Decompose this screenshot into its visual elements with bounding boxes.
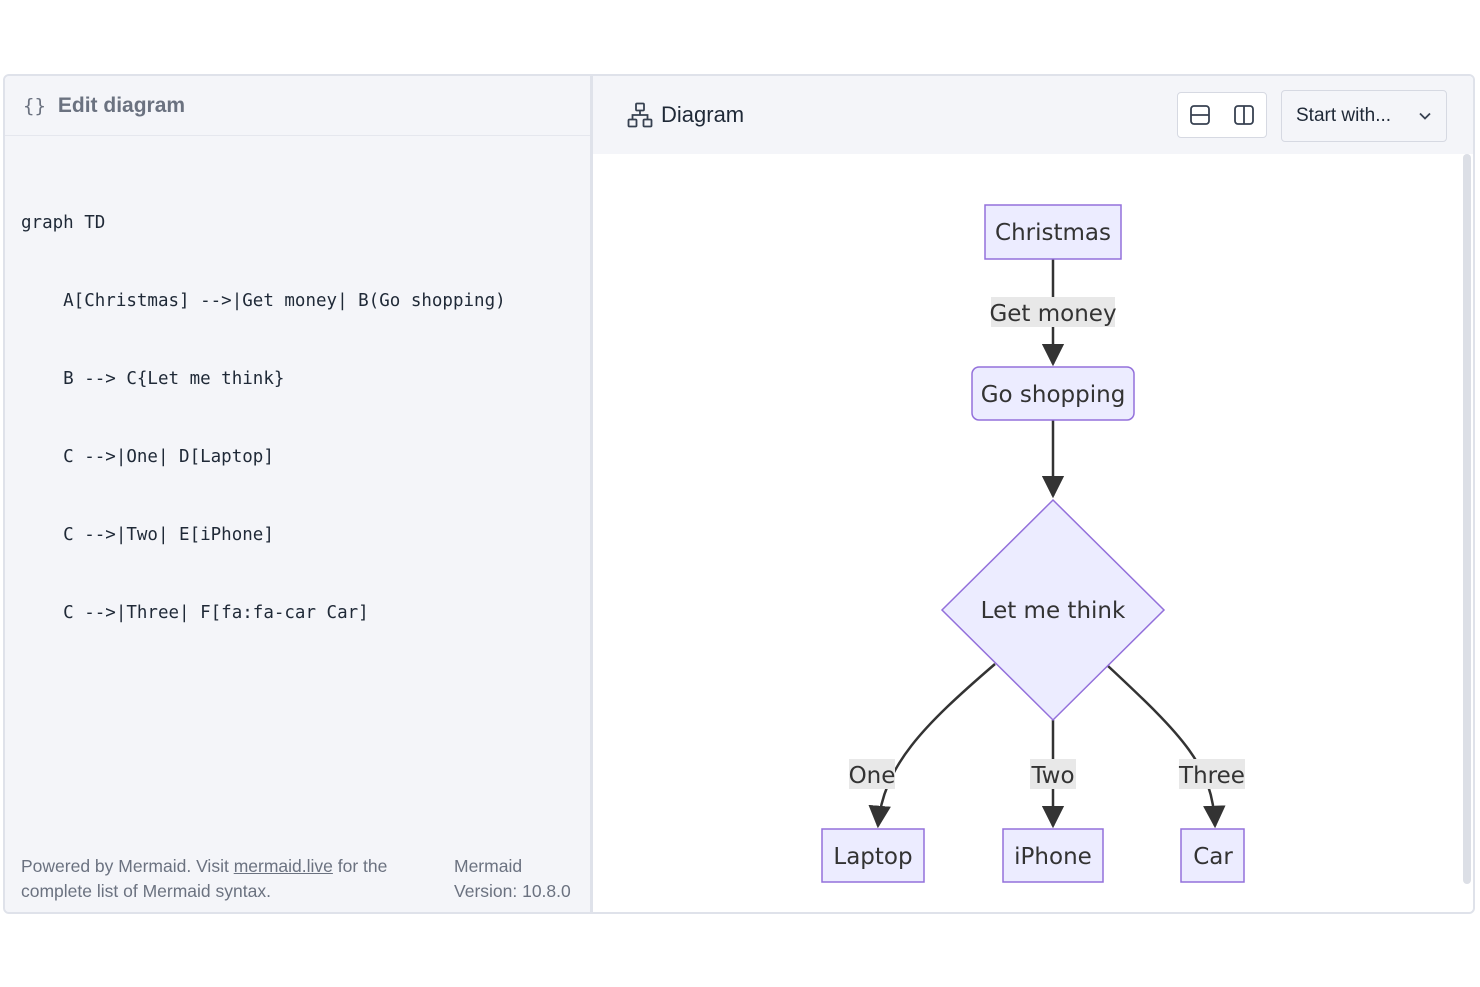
footer-text: Powered by Mermaid. Visit mermaid.live f… xyxy=(21,854,441,904)
edge-think-car xyxy=(1107,665,1226,829)
code-line[interactable]: A[Christmas] -->|Get money| B(Go shoppin… xyxy=(21,291,506,311)
start-with-label: Start with... xyxy=(1296,105,1392,126)
node-laptop[interactable] xyxy=(821,828,925,883)
node-car[interactable] xyxy=(1180,828,1245,883)
node-label-laptop: Laptop xyxy=(833,844,912,870)
footer-suffix: for the complete list of Mermaid syntax. xyxy=(21,856,388,901)
edge-label-three: Three xyxy=(1178,763,1245,789)
braces-icon: {} xyxy=(23,94,46,117)
code-line[interactable]: C -->|One| D[Laptop] xyxy=(21,447,274,467)
edge-label-get-money: Get money xyxy=(989,301,1116,327)
code-line[interactable]: C -->|Three| F[fa:fa-car Car] xyxy=(21,603,369,623)
split-vertical-button[interactable] xyxy=(1230,101,1258,129)
view-toggle xyxy=(1177,92,1267,138)
node-label-shopping: Go shopping xyxy=(981,382,1126,408)
edge-label-bg xyxy=(1179,759,1245,789)
code-line[interactable]: graph TD xyxy=(21,213,106,233)
node-label-iphone: iPhone xyxy=(1014,844,1092,870)
node-iphone[interactable] xyxy=(1002,828,1104,883)
app-frame: {} Edit diagram graph TD A[Christmas] --… xyxy=(3,74,1475,914)
chevron-down-icon xyxy=(1419,112,1431,120)
node-shopping[interactable] xyxy=(971,366,1135,421)
mermaid-live-link[interactable]: mermaid.live xyxy=(233,856,333,876)
diagram-icon xyxy=(627,102,653,128)
preview-scrollbar[interactable] xyxy=(1463,154,1471,884)
edge-label-two: Two xyxy=(1030,763,1074,789)
editor-title: Edit diagram xyxy=(57,93,186,117)
footer-prefix: Powered by Mermaid. Visit xyxy=(21,856,234,876)
start-with-select[interactable]: Start with... xyxy=(1281,90,1447,142)
code-line[interactable]: B --> C{Let me think} xyxy=(21,369,285,389)
split-vertical-icon xyxy=(1234,105,1254,125)
mermaid-version: Mermaid Version: 10.8.0 xyxy=(454,856,571,901)
edge-label-bg xyxy=(1030,759,1076,789)
node-label-think: Let me think xyxy=(981,598,1126,624)
node-christmas[interactable] xyxy=(984,204,1122,260)
preview-panel: Diagram Start with... xyxy=(593,76,1473,912)
editor-header: {} Edit diagram xyxy=(5,76,590,136)
editor-footer: Powered by Mermaid. Visit mermaid.live f… xyxy=(21,854,586,904)
preview-title: Diagram xyxy=(661,102,745,127)
editor-panel: {} Edit diagram graph TD A[Christmas] --… xyxy=(5,76,593,912)
edge-label-bg xyxy=(849,759,895,789)
split-horizontal-icon xyxy=(1190,105,1210,125)
split-horizontal-button[interactable] xyxy=(1186,101,1214,129)
node-think[interactable] xyxy=(940,498,1166,722)
code-line[interactable]: C -->|Two| E[iPhone] xyxy=(21,525,274,545)
edge-label-one: One xyxy=(849,763,896,789)
code-editor[interactable]: graph TD A[Christmas] -->|Get money| B(G… xyxy=(21,164,506,672)
edge-think-laptop xyxy=(868,663,996,829)
preview-header: Diagram Start with... xyxy=(593,76,1473,154)
flowchart: Get money One Two Three Christmas Go sho… xyxy=(821,204,1245,883)
node-label-car: Car xyxy=(1193,844,1233,870)
node-label-christmas: Christmas xyxy=(995,220,1111,246)
edge-label-bg xyxy=(991,297,1115,327)
